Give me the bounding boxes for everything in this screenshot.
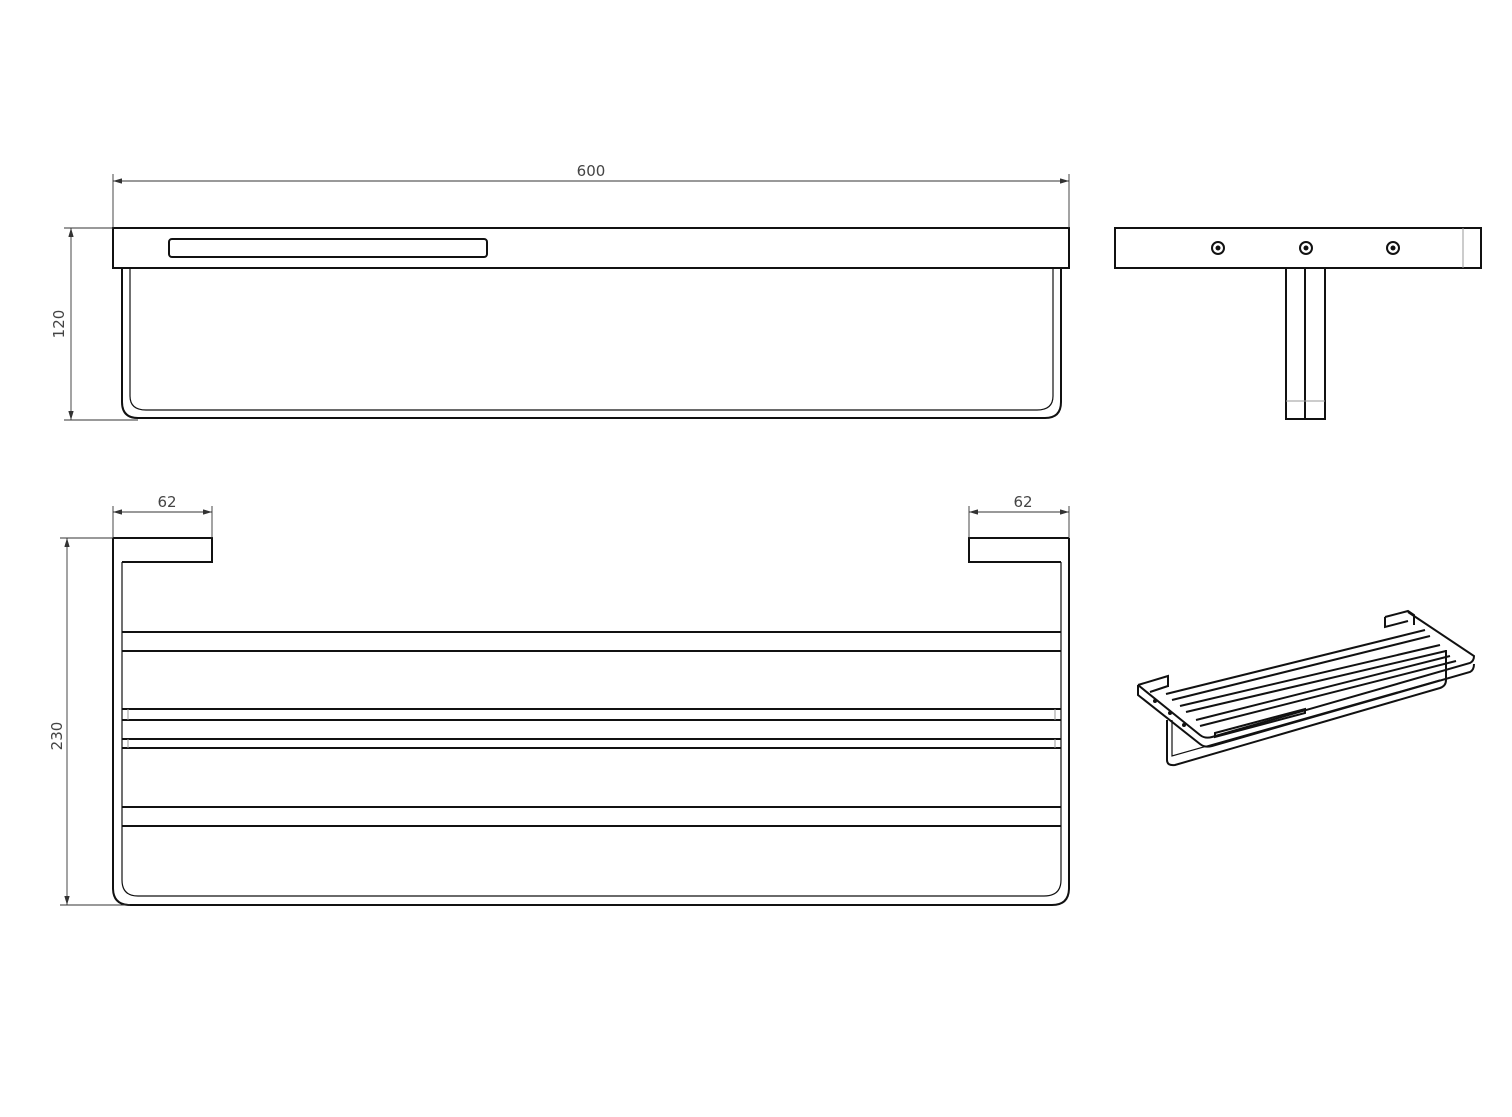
dimension-label-left-tab: 62 bbox=[157, 493, 176, 511]
towel-hanger-outer bbox=[121, 268, 1062, 419]
towel-hanger-inner bbox=[129, 268, 1054, 411]
bar-2 bbox=[122, 708, 1061, 721]
plan-view: 62 62 230 bbox=[48, 493, 1070, 906]
bar-4 bbox=[122, 806, 1061, 827]
dimension-right-tab: 62 bbox=[968, 493, 1070, 538]
top-bar bbox=[112, 227, 1070, 269]
screw-icon bbox=[1299, 241, 1313, 255]
bar-1 bbox=[122, 631, 1061, 652]
isometric-view bbox=[1137, 609, 1476, 767]
dimension-height: 120 bbox=[50, 227, 138, 421]
side-stem bbox=[1285, 268, 1326, 420]
iso-slot bbox=[1214, 707, 1306, 739]
dimension-label-height: 120 bbox=[50, 310, 68, 339]
dimension-label-right-tab: 62 bbox=[1013, 493, 1032, 511]
frame-inner bbox=[121, 562, 1062, 897]
right-tab bbox=[968, 537, 1069, 563]
side-view bbox=[1114, 227, 1482, 420]
frame-outer bbox=[112, 538, 1070, 906]
left-tab bbox=[113, 537, 213, 563]
screw-icon bbox=[1211, 241, 1225, 255]
screw-icon bbox=[1386, 241, 1400, 255]
dimension-label-width: 600 bbox=[577, 162, 606, 180]
bar-3 bbox=[122, 738, 1061, 749]
dimension-left-tab: 62 bbox=[112, 493, 213, 538]
front-view: 600 120 bbox=[50, 162, 1070, 421]
side-bar bbox=[1114, 227, 1482, 269]
dimension-label-depth: 230 bbox=[48, 722, 66, 751]
dimension-depth: 230 bbox=[48, 537, 130, 906]
slot bbox=[168, 238, 488, 258]
dimension-width: 600 bbox=[112, 162, 1070, 228]
